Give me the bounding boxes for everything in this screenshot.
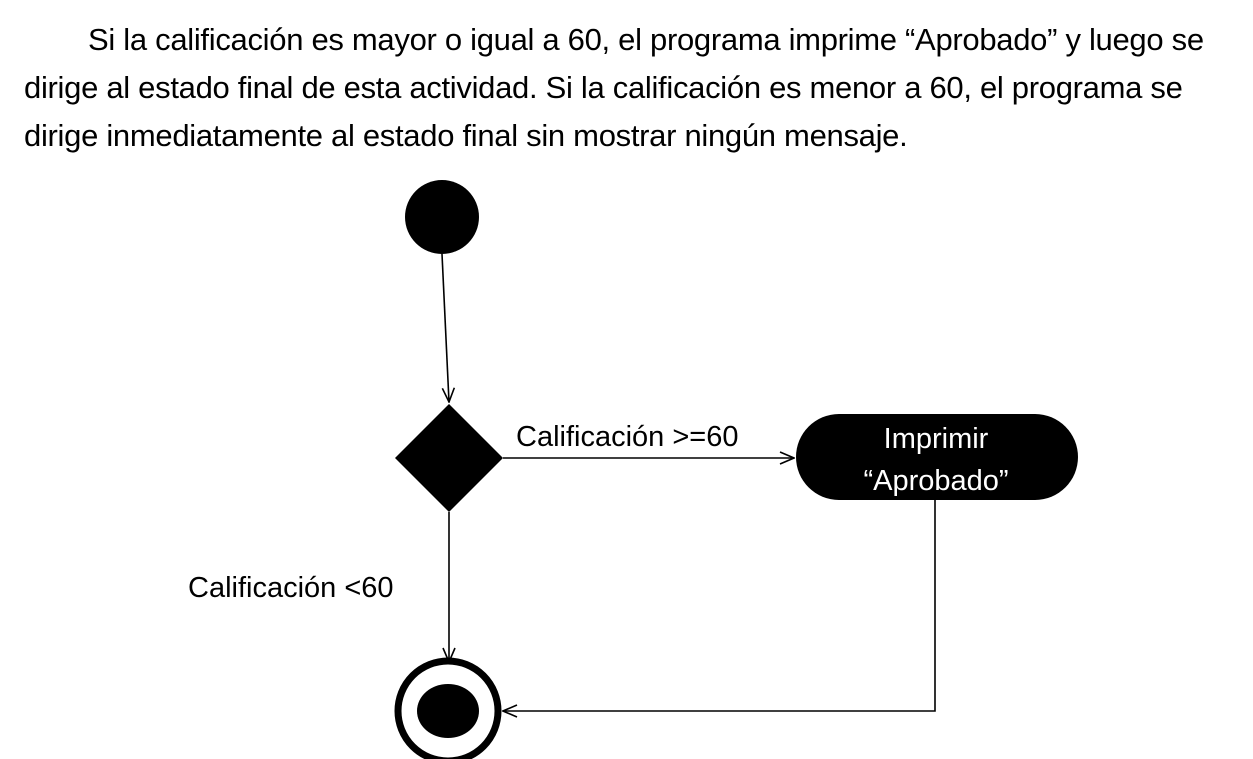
- action-label-line2: “Aprobado”: [863, 465, 1008, 497]
- action-node: [796, 414, 1078, 500]
- flow-initial-to-decision: [441, 253, 449, 402]
- flow-action-to-final: [503, 500, 936, 711]
- final-node-inner: [417, 684, 479, 738]
- action-label-line1: Imprimir: [884, 423, 989, 455]
- description-paragraph: Si la calificación es mayor o igual a 60…: [24, 22, 1204, 153]
- guard-label-pass: Calificación >=60: [516, 421, 738, 453]
- guard-label-fail: Calificación <60: [188, 572, 394, 604]
- decision-node: [395, 404, 503, 512]
- initial-node: [405, 180, 479, 254]
